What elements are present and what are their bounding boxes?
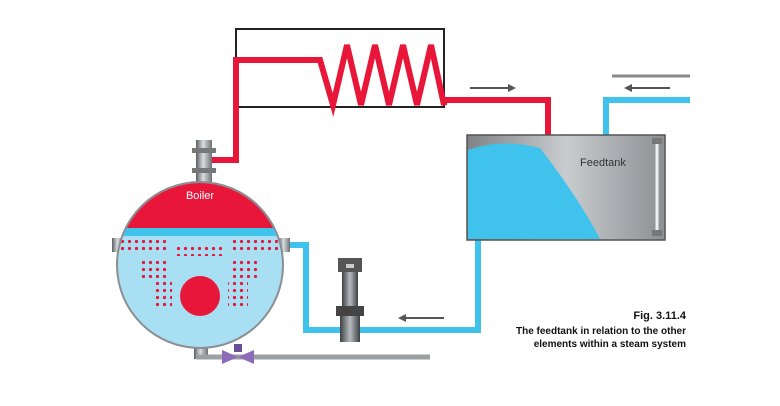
sight-glass-icon [652, 138, 662, 236]
valve-icon [222, 344, 254, 364]
pump-icon [336, 258, 364, 342]
boiler: Boiler [112, 140, 290, 359]
figure-caption: Fig. 3.11.4 The feedtank in relation to … [500, 310, 686, 351]
flow-arrow-icon [398, 314, 444, 322]
figure-number: Fig. 3.11.4 [633, 310, 686, 322]
figure-caption-text: The feedtank in relation to the other el… [515, 326, 686, 350]
feedtank-label: Feedtank [580, 157, 626, 169]
flow-arrow-icon [470, 84, 516, 92]
feedtank: Feedtank [466, 134, 666, 241]
steam-line [212, 44, 551, 163]
boiler-label: Boiler [186, 190, 214, 202]
flow-arrow-icon [624, 84, 670, 92]
makeup-water-line [603, 97, 690, 135]
blowdown-line [196, 344, 430, 364]
feedwater-line [290, 238, 481, 333]
